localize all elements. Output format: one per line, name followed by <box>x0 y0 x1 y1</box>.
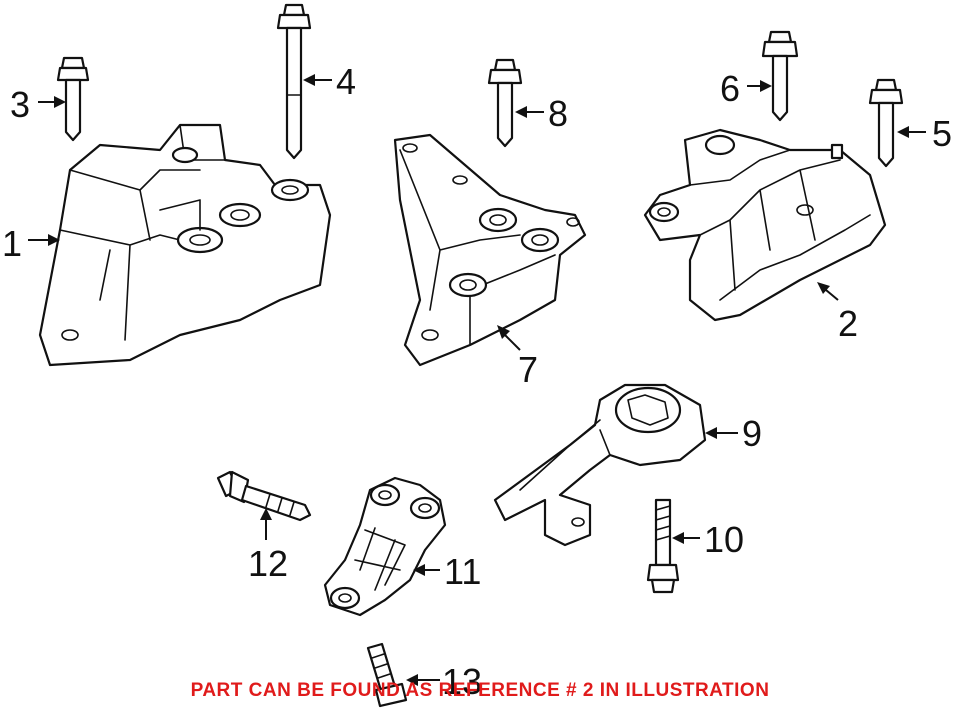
part-10-bolt <box>646 498 680 594</box>
callout-4: 4 <box>336 61 356 102</box>
reference-caption: PART CAN BE FOUND AS REFERENCE # 2 IN IL… <box>190 680 770 701</box>
callout-numbers: 1 2 3 4 5 6 7 8 9 10 11 12 13 <box>2 61 952 702</box>
callout-8: 8 <box>548 93 568 134</box>
part-5-bolt <box>868 78 904 168</box>
callout-12: 12 <box>248 543 288 584</box>
part-8-bolt <box>487 58 523 148</box>
part-9-strut <box>493 383 707 547</box>
part-1-mount <box>38 123 332 367</box>
callout-13: 13 <box>442 661 482 702</box>
callout-9: 9 <box>742 413 762 454</box>
part-13-bolt <box>366 642 408 708</box>
part-6-bolt <box>761 30 799 122</box>
callout-5: 5 <box>932 113 952 154</box>
callout-2: 2 <box>838 303 858 344</box>
callout-1: 1 <box>2 223 22 264</box>
callout-11: 11 <box>444 551 481 592</box>
part-2-mount <box>643 128 887 322</box>
leader-lines <box>28 74 926 686</box>
part-7-bracket <box>393 133 587 367</box>
callout-10: 10 <box>704 519 744 560</box>
callout-7: 7 <box>518 349 538 390</box>
part-11-bracket <box>323 476 447 617</box>
callout-3: 3 <box>10 84 30 125</box>
part-3-bolt <box>56 56 90 142</box>
part-4-bolt <box>276 3 312 160</box>
callout-6: 6 <box>720 68 740 109</box>
part-12-bolt <box>216 470 312 522</box>
